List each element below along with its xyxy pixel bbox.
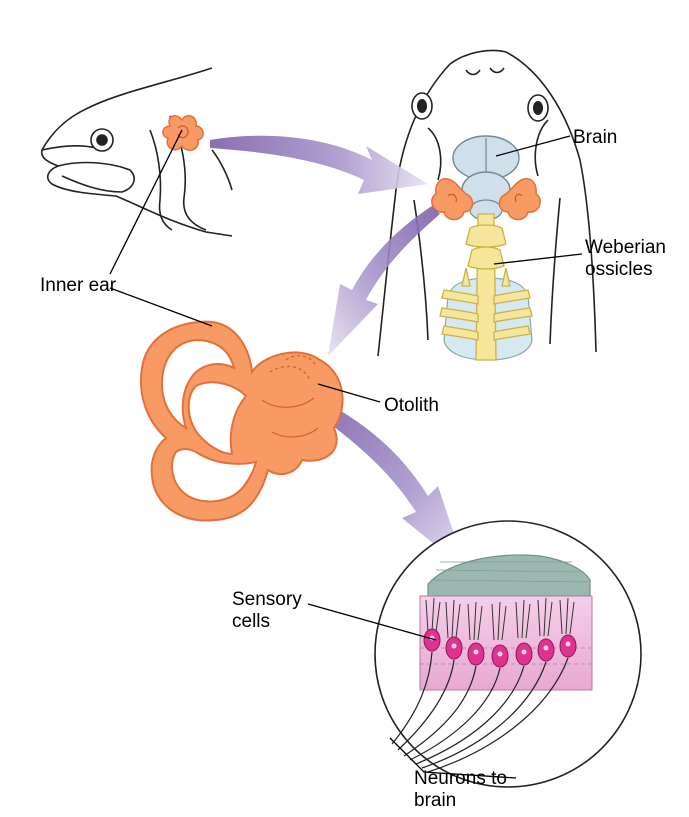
sensory-cell-nuclei: [423, 628, 577, 668]
weberian-ossicles: [439, 213, 533, 361]
label-brain: Brain: [573, 127, 617, 148]
arrow-topview-to-ear: [328, 206, 440, 356]
arrow-fish-to-topview: [210, 135, 428, 194]
label-weberian-line2: ossicles: [585, 259, 653, 280]
leader-otolith: [317, 383, 381, 403]
sensory-detail-circle: [374, 520, 642, 788]
label-otolith: Otolith: [384, 395, 439, 416]
leader-inner-ear-to-large: [109, 287, 213, 327]
neuron-fibers: [391, 651, 569, 773]
fish-eye-left-icon: [411, 92, 433, 120]
leader-brain: [495, 135, 571, 157]
fish-side-view: [40, 67, 233, 237]
leader-weberian: [493, 253, 583, 265]
inner-ear-top-right: [498, 177, 541, 221]
inner-ear-large: [140, 320, 344, 522]
sensory-hair-cells: [425, 597, 575, 641]
arrow-otolith-to-cells: [312, 398, 466, 570]
label-sensory-line2: cells: [232, 611, 270, 632]
label-neurons-line1: Neurons to: [414, 768, 507, 789]
otolith-membrane: [427, 554, 591, 597]
label-weberian-line1: Weberian: [585, 237, 666, 258]
inner-ear-top-left: [431, 177, 474, 221]
leader-lines: [109, 129, 583, 779]
label-neurons-line2: brain: [414, 790, 456, 811]
fish-eye-right-icon: [527, 94, 549, 122]
label-inner-ear: Inner ear: [40, 275, 117, 296]
leader-sensory: [307, 603, 437, 641]
leader-inner-ear-to-fish: [109, 129, 183, 275]
label-sensory-line1: Sensory: [232, 589, 302, 610]
inner-ear-small: [162, 115, 204, 151]
leader-neurons: [389, 737, 517, 779]
